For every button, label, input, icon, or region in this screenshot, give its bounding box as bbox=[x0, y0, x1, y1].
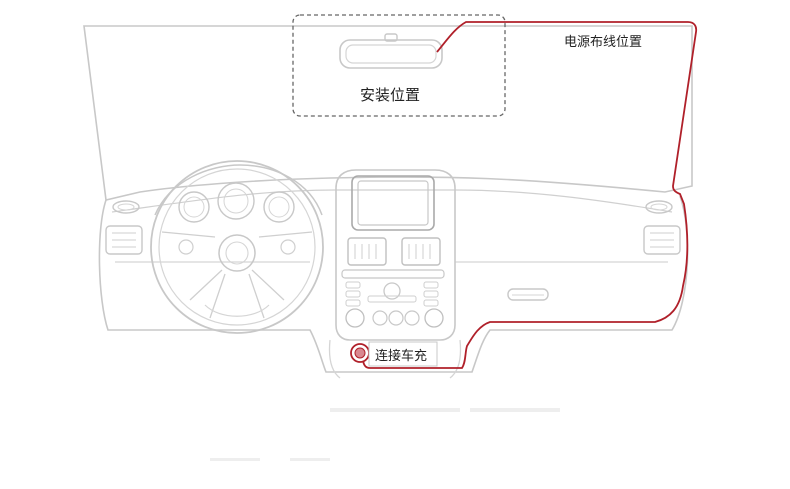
center-screen bbox=[351, 175, 435, 231]
install-area-dashed-box bbox=[292, 14, 506, 117]
left-air-vent bbox=[105, 225, 143, 255]
rearview-mirror bbox=[339, 33, 443, 69]
steering-wheel bbox=[150, 160, 324, 334]
dashboard-outline bbox=[98, 195, 689, 373]
dashboard-upper-line bbox=[111, 189, 673, 213]
connect-charger-label: 连接车充 bbox=[375, 349, 428, 364]
left-speaker-vent bbox=[112, 200, 140, 214]
charger-label-box bbox=[368, 341, 438, 367]
lower-console-outline bbox=[328, 339, 462, 379]
power-wiring-label: 电源布线位置 bbox=[564, 35, 643, 50]
right-air-vent bbox=[643, 225, 681, 255]
car-charger-socket-icon bbox=[350, 343, 370, 363]
glovebox-handle bbox=[507, 288, 549, 301]
right-speaker-vent bbox=[645, 200, 673, 214]
center-console bbox=[335, 169, 456, 341]
power-wire-route bbox=[362, 21, 698, 369]
faint-background-marks bbox=[210, 408, 560, 461]
windshield-outline bbox=[83, 25, 693, 201]
install-position-label: 安装位置 bbox=[360, 86, 421, 104]
